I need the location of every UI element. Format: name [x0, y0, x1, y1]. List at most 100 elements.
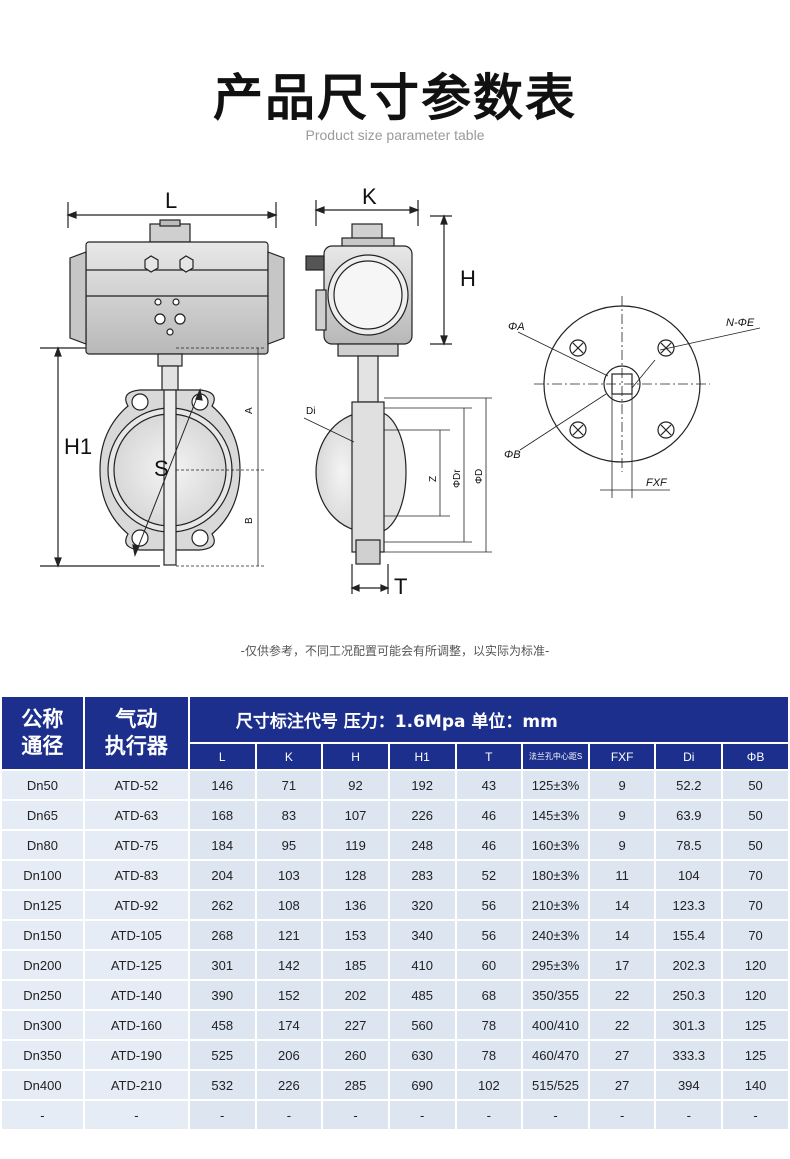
table-cell: ATD-63: [84, 801, 188, 829]
table-cell: 119: [323, 831, 388, 859]
table-cell: 63.9: [656, 801, 722, 829]
table-cell: 240±3%: [523, 921, 588, 949]
table-cell: 68: [456, 981, 522, 1009]
table-row: -----------: [2, 1101, 788, 1129]
label-b: B: [244, 517, 255, 524]
table-cell: 70: [723, 861, 788, 889]
table-cell: 262: [189, 891, 255, 919]
table-cell: Dn350: [2, 1041, 83, 1069]
table-cell: -: [323, 1101, 388, 1129]
table-cell: 107: [323, 801, 388, 829]
table-cell: 52: [456, 861, 522, 889]
front-view: [40, 202, 285, 568]
table-cell: Dn150: [2, 921, 83, 949]
label-di: Di: [306, 406, 315, 417]
table-cell: 9: [589, 771, 655, 799]
table-cell: -: [84, 1101, 188, 1129]
table-cell: 320: [389, 891, 455, 919]
column-header: FXF: [589, 744, 655, 769]
table-cell: 248: [389, 831, 455, 859]
label-h1: H1: [64, 434, 92, 459]
table-cell: 27: [589, 1041, 655, 1069]
column-header: 法兰孔中心距S: [523, 744, 588, 769]
label-phi-a: ΦA: [508, 321, 525, 333]
table-cell: 123.3: [656, 891, 722, 919]
table-cell: 301.3: [656, 1011, 722, 1039]
table-cell: 140: [723, 1071, 788, 1099]
header-actuator: 气动执行器: [84, 697, 188, 769]
table-cell: ATD-140: [84, 981, 188, 1009]
table-cell: 70: [723, 921, 788, 949]
table-cell: 485: [389, 981, 455, 1009]
table-cell: Dn250: [2, 981, 83, 1009]
flange-view: [517, 296, 761, 498]
table-cell: 83: [256, 801, 322, 829]
table-cell: 78: [456, 1011, 522, 1039]
page-title: 产品尺寸参数表: [213, 69, 577, 127]
table-cell: 78: [456, 1041, 522, 1069]
table-cell: -: [189, 1101, 255, 1129]
table-cell: 120: [723, 951, 788, 979]
table-cell: 56: [456, 921, 522, 949]
table-cell: 102: [456, 1071, 522, 1099]
table-cell: 14: [589, 921, 655, 949]
table-cell: 14: [589, 891, 655, 919]
table-cell: 50: [723, 801, 788, 829]
table-cell: 285: [323, 1071, 388, 1099]
table-cell: 390: [189, 981, 255, 1009]
table-cell: 70: [723, 891, 788, 919]
label-k: K: [362, 184, 377, 209]
table-cell: 9: [589, 831, 655, 859]
table-cell: -: [456, 1101, 522, 1129]
label-dr: ΦDr: [452, 469, 463, 488]
label-z: Z: [428, 476, 439, 482]
valve-dimension-drawing: L K H H1 S A B Di Z ΦDr ΦD T ΦA ΦB N-ΦE …: [40, 184, 761, 599]
header-nominal-diameter: 公称通径: [2, 697, 83, 769]
page-subtitle: Product size parameter table: [305, 127, 485, 143]
table-cell: -: [589, 1101, 655, 1129]
column-header: Di: [656, 744, 722, 769]
table-cell: 515/525: [523, 1071, 588, 1099]
table-cell: 17: [589, 951, 655, 979]
table-cell: 210±3%: [523, 891, 588, 919]
table-cell: 400/410: [523, 1011, 588, 1039]
table-cell: Dn50: [2, 771, 83, 799]
table-cell: 184: [189, 831, 255, 859]
table-cell: 104: [656, 861, 722, 889]
table-cell: 125: [723, 1041, 788, 1069]
table-cell: 142: [256, 951, 322, 979]
table-cell: 394: [656, 1071, 722, 1099]
table-cell: 532: [189, 1071, 255, 1099]
table-cell: 11: [589, 861, 655, 889]
table-cell: 525: [189, 1041, 255, 1069]
table-cell: 192: [389, 771, 455, 799]
table-cell: 250.3: [656, 981, 722, 1009]
table-cell: 180±3%: [523, 861, 588, 889]
label-a: A: [244, 407, 255, 414]
table-cell: ATD-105: [84, 921, 188, 949]
table-cell: 52.2: [656, 771, 722, 799]
table-cell: 226: [389, 801, 455, 829]
table-cell: 22: [589, 981, 655, 1009]
column-header: H: [323, 744, 388, 769]
label-s: S: [154, 456, 169, 481]
table-cell: ATD-92: [84, 891, 188, 919]
table-cell: -: [656, 1101, 722, 1129]
column-header: K: [256, 744, 322, 769]
table-cell: 9: [589, 801, 655, 829]
table-cell: Dn65: [2, 801, 83, 829]
table-cell: 125: [723, 1011, 788, 1039]
table-cell: 50: [723, 831, 788, 859]
table-cell: 92: [323, 771, 388, 799]
table-cell: Dn300: [2, 1011, 83, 1039]
table-cell: ATD-190: [84, 1041, 188, 1069]
